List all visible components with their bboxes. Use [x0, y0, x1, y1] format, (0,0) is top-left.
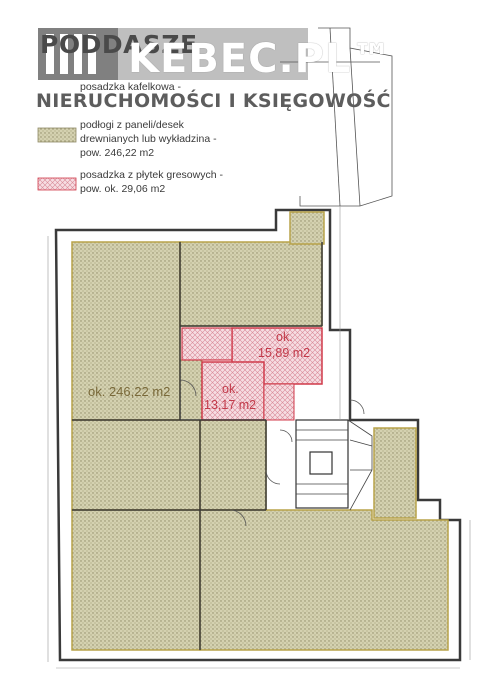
legend-wood-line1: podłogi z paneli/desek: [80, 119, 184, 131]
roof-outline: [280, 27, 393, 207]
room-northeast-top: [289, 211, 325, 245]
room-northwest: [71, 241, 181, 421]
room-southwest: [71, 509, 201, 651]
tile-area-a-label: ok.: [276, 330, 293, 344]
room-north: [179, 241, 323, 327]
legend-tile-swatch: [37, 177, 77, 191]
tile-area-b2: [263, 383, 295, 421]
tile-area-a2: [181, 327, 233, 361]
tile-area-b-value: 13,17 m2: [204, 398, 257, 412]
legend-wood-line2: drewnianych lub wykładzina -: [80, 133, 217, 145]
staircase: [295, 419, 373, 511]
legend-wood-swatch: [37, 127, 77, 143]
room-center-west: [179, 359, 203, 421]
floor-title: PODDASZE: [40, 30, 198, 59]
interior-walls: [72, 242, 323, 650]
brand-watermark: KEBEC.PL™: [128, 36, 393, 82]
wood-rooms: [71, 211, 449, 651]
logo-graphic: [38, 28, 308, 80]
room-center-lower: [199, 419, 267, 511]
brand-tagline: NIERUCHOMOŚCI I KSIĘGOWOŚĆ: [36, 90, 391, 112]
legend-tile-line2: pow. ok. 29,06 m2: [80, 183, 166, 195]
legend-top-line: posadzka kafelkowa -: [80, 81, 181, 93]
legend-tile-text: posadzka z płytek gresowych - pow. ok. 2…: [80, 168, 223, 196]
tile-area-b-label: ok.: [222, 382, 239, 396]
tile-area-b: [201, 361, 265, 421]
dimension-lines: [47, 206, 471, 669]
legend-wood-line3: pow. 246,22 m2: [80, 147, 155, 159]
room-east: [373, 427, 417, 519]
room-west-lower: [71, 419, 201, 511]
door-swings: [179, 379, 365, 527]
tile-area-a-line1: ok.: [276, 330, 293, 344]
area-main-label: ok. 246,22 m2: [88, 384, 171, 399]
legend-tile-line1: posadzka z płytek gresowych -: [80, 169, 223, 181]
room-south: [199, 509, 449, 651]
tile-rooms: [181, 327, 323, 421]
floor-outline: [54, 208, 462, 662]
legend-wood-text: podłogi z paneli/desek drewnianych lub w…: [80, 118, 217, 160]
tile-area-a-value: 15,89 m2: [258, 346, 311, 360]
